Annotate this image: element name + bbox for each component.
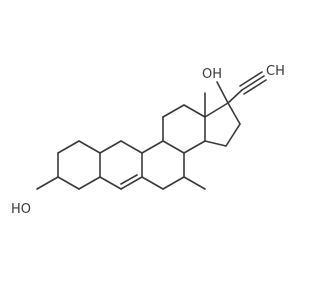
bond (57, 176, 80, 190)
bond (227, 89, 243, 104)
bond (162, 104, 185, 118)
bond (99, 176, 122, 190)
triple-bond-line (241, 75, 265, 91)
bond (57, 140, 80, 154)
bond (227, 102, 241, 125)
bond (36, 176, 59, 190)
atom-label-ch: CH (266, 64, 285, 79)
bond (183, 176, 206, 190)
double-bond-line (120, 174, 138, 185)
bond (120, 176, 143, 190)
bond (141, 140, 164, 154)
bond (99, 140, 122, 154)
triple-bond-line (239, 71, 263, 87)
bond (120, 140, 143, 154)
bond (216, 81, 229, 104)
molecule-structure-diagram: OH HO CH (11, 64, 285, 217)
atom-label-oh: OH (202, 67, 222, 82)
atom-label-ho: HO (11, 202, 31, 217)
bond (183, 140, 206, 154)
bond (78, 140, 101, 154)
bond (183, 104, 206, 118)
bond (204, 140, 227, 147)
bond (162, 176, 185, 190)
bond (141, 176, 164, 190)
bond (225, 123, 241, 147)
triple-bond-line (243, 79, 267, 95)
bond (204, 102, 229, 118)
bond (78, 176, 101, 190)
bond (162, 140, 185, 154)
